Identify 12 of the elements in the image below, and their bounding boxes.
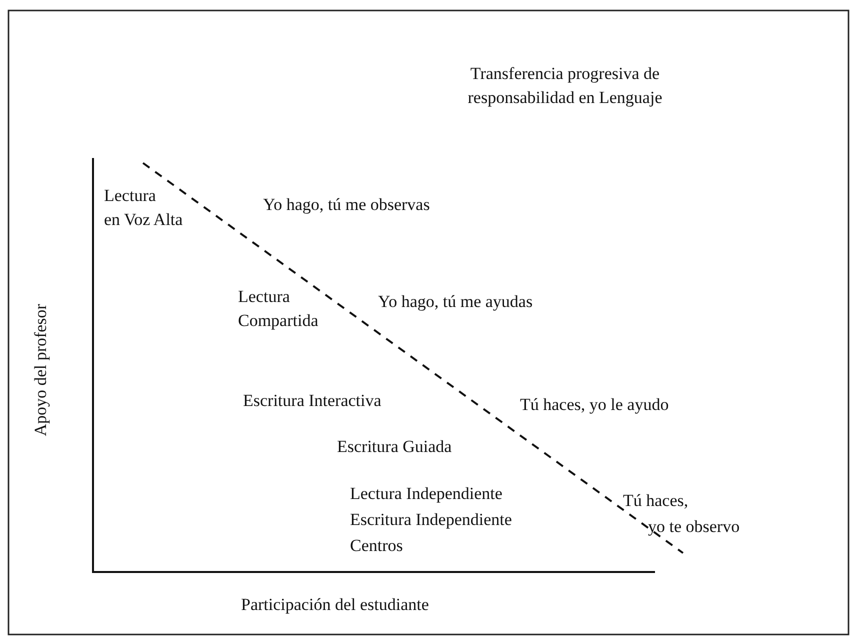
activity-label: Escritura Interactiva xyxy=(243,390,382,412)
stage-label: Yo hago, tú me observas xyxy=(263,194,430,216)
activity-label: Lectura en Voz Alta xyxy=(104,185,183,231)
diagram-title: Transferencia progresiva de responsabilidad en Lenguaje xyxy=(466,63,664,109)
stage-label: Tú haces, yo le ayudo xyxy=(520,394,669,416)
activity-label: Lectura Compartida xyxy=(238,286,318,332)
activity-label: Escritura Guiada xyxy=(337,436,452,458)
axis-title: Apoyo del profesor xyxy=(30,304,52,436)
stage-label: Tú haces, yo te observo xyxy=(623,490,740,538)
axis-title: Participación del estudiante xyxy=(241,594,429,616)
stage-label: Yo hago, tú me ayudas xyxy=(378,291,533,313)
activity-label: Lectura Independiente Escritura Independiente Centros xyxy=(350,483,512,557)
